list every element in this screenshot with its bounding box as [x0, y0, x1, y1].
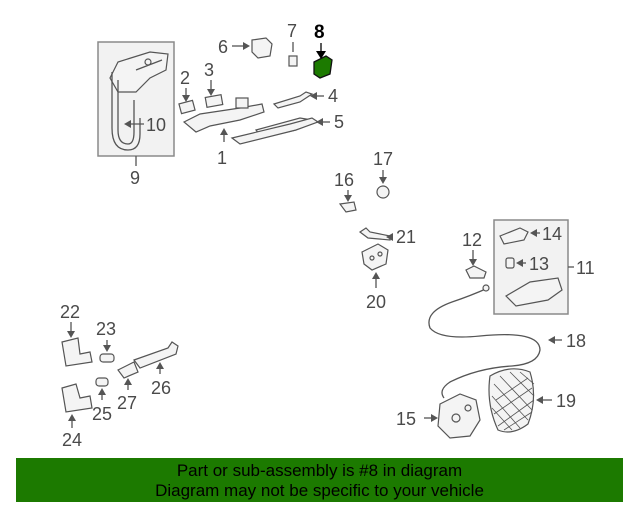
label-18: 18 — [566, 331, 586, 351]
label-4: 4 — [328, 86, 338, 106]
part-21-screw — [358, 227, 391, 241]
part-18-cable — [428, 287, 541, 399]
part-4-handle-seal — [272, 91, 314, 109]
part-17-grommet — [376, 185, 390, 199]
label-11: 11 — [576, 258, 595, 278]
label-8: 8 — [314, 22, 325, 43]
label-24: 24 — [62, 430, 82, 450]
label-20: 20 — [366, 292, 386, 312]
part-12-bolt — [465, 265, 487, 279]
label-23: 23 — [96, 319, 116, 339]
label-10: 10 — [146, 115, 166, 135]
part-14-bezel — [499, 227, 529, 245]
banner-line-1: Part or sub-assembly is #8 in diagram — [176, 461, 463, 480]
label-25: 25 — [92, 404, 112, 424]
parts-diagram: 9 10 2 3 1 6 7 8 4 5 16 17 — [60, 21, 595, 450]
part-23-bushing — [99, 353, 115, 363]
label-3: 3 — [204, 60, 214, 80]
part-27-bracket — [117, 361, 139, 379]
label-17: 17 — [373, 149, 393, 169]
part-20-striker — [361, 243, 389, 271]
part-25-bushing — [95, 377, 109, 387]
label-21: 21 — [396, 227, 416, 247]
part-24-hinge — [61, 383, 93, 413]
banner-line-2: Diagram may not be specific to your vehi… — [155, 481, 484, 500]
label-22: 22 — [60, 302, 80, 322]
part-6-cap — [251, 37, 273, 59]
label-2: 2 — [180, 68, 190, 88]
label-14: 14 — [542, 224, 562, 244]
part-26-check-link — [133, 341, 179, 369]
label-9: 9 — [130, 168, 140, 188]
label-12: 12 — [462, 230, 482, 250]
part-8-highlighted — [313, 55, 333, 79]
label-27: 27 — [117, 393, 137, 413]
label-15: 15 — [396, 409, 416, 429]
part-22-hinge — [61, 337, 93, 367]
label-5: 5 — [334, 112, 344, 132]
label-7: 7 — [287, 21, 297, 41]
part-7-clip — [288, 55, 298, 67]
label-6: 6 — [218, 37, 228, 57]
part-2-pad — [178, 99, 196, 115]
part-9-handle-frame — [109, 51, 169, 151]
label-16: 16 — [334, 170, 354, 190]
label-26: 26 — [151, 378, 171, 398]
label-1: 1 — [217, 148, 227, 168]
part-5-handle-gasket — [230, 117, 320, 145]
part-13-clip — [505, 257, 515, 269]
label-19: 19 — [556, 391, 576, 411]
part-11-inside-handle — [505, 277, 563, 307]
label-13: 13 — [529, 254, 549, 274]
part-3-pad — [204, 93, 224, 109]
part-16-bolt — [338, 201, 357, 213]
info-banner: Part or sub-assembly is #8 in diagram Di… — [16, 458, 623, 502]
